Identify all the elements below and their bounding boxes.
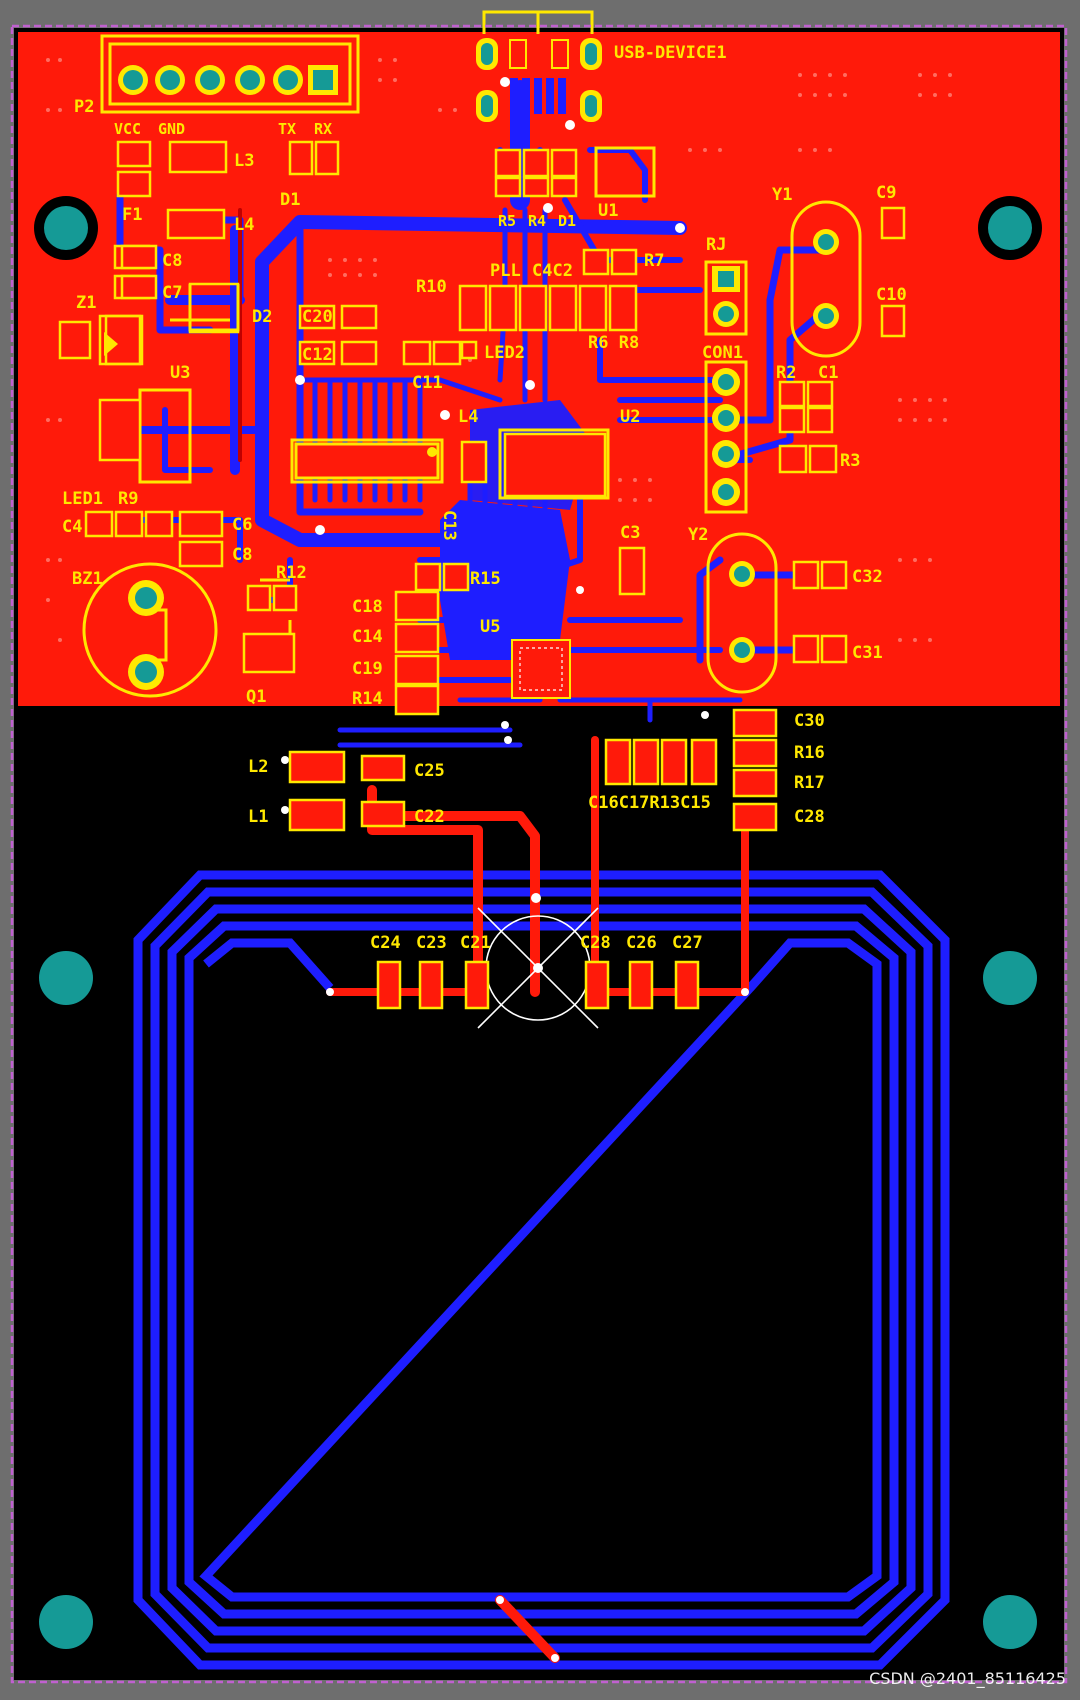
board-outline: [10, 24, 1068, 1684]
label-led2: LED2: [484, 343, 525, 363]
label-c28: C28: [580, 933, 611, 953]
label-c12: C12: [302, 345, 333, 365]
label-u5: U5: [480, 617, 500, 637]
label-r9: R9: [118, 489, 138, 509]
label-c4c2: C4C2: [532, 261, 573, 281]
label-bz1: BZ1: [72, 569, 103, 589]
label-c31: C31: [852, 643, 883, 663]
label-l4b: L4: [458, 407, 478, 427]
label-c20: C20: [302, 307, 333, 327]
label-c3: C3: [620, 523, 640, 543]
label-r3: R3: [840, 451, 860, 471]
label-c7: C7: [162, 283, 182, 303]
label-c10: C10: [876, 285, 907, 305]
label-q1: Q1: [246, 687, 266, 707]
watermark: CSDN @2401_85116425: [869, 1669, 1066, 1688]
vias: [281, 77, 749, 996]
label-d2: D2: [252, 307, 272, 327]
label-y1: Y1: [772, 185, 792, 205]
label-usb-device: USB-DEVICE1: [614, 43, 727, 63]
label-r15: R15: [470, 569, 501, 589]
label-d1b: D1: [558, 212, 576, 230]
label-c13: C13: [439, 510, 459, 541]
label-l4: L4: [234, 215, 254, 235]
label-c11: C11: [412, 373, 443, 393]
label-c21: C21: [460, 933, 491, 953]
label-pll: PLL: [490, 261, 521, 281]
label-c16c17r13c15: C16C17R13C15: [588, 793, 711, 813]
label-c28b: C28: [794, 807, 825, 827]
label-z1: Z1: [76, 293, 96, 313]
label-c22: C22: [414, 807, 445, 827]
label-y2: Y2: [688, 525, 708, 545]
bottom-pour-u5: [440, 500, 570, 660]
label-led1: LED1: [62, 489, 103, 509]
nfc-antenna-coil: [133, 870, 950, 1670]
label-c24: C24: [370, 933, 401, 953]
through-hole-pads: [128, 229, 839, 690]
smd-pads: [58, 140, 906, 1010]
label-l3: L3: [234, 151, 254, 171]
label-rx: RX: [314, 120, 332, 138]
label-l2: L2: [248, 757, 268, 777]
label-c14: C14: [352, 627, 383, 647]
label-r2: R2: [776, 363, 796, 383]
usb-connector-pads: [476, 38, 602, 122]
label-r7: R7: [644, 251, 664, 271]
label-r17: R17: [794, 773, 825, 793]
label-c9: C9: [876, 183, 896, 203]
label-u3: U3: [170, 363, 190, 383]
mounting-holes: [34, 196, 1042, 1649]
label-c4: C4: [62, 517, 82, 537]
silkscreen-labels: P2 VCC GND TX RX USB-DEVICE1 L3 D1 F1 L4…: [62, 43, 907, 953]
label-c8: C8: [162, 251, 182, 271]
label-c32: C32: [852, 567, 883, 587]
label-c6: C6: [232, 515, 252, 535]
label-c30: C30: [794, 711, 825, 731]
label-r4: R4: [528, 212, 546, 230]
label-f1: F1: [122, 205, 142, 225]
label-c23: C23: [416, 933, 447, 953]
label-r10: R10: [416, 277, 447, 297]
label-gnd: GND: [158, 120, 185, 138]
label-c8b: C8: [232, 545, 252, 565]
label-d1: D1: [280, 190, 300, 210]
label-u1: U1: [598, 201, 618, 221]
label-vcc: VCC: [114, 120, 141, 138]
label-r6r8: R6 R8: [588, 333, 639, 353]
label-c19: C19: [352, 659, 383, 679]
label-r12: R12: [276, 563, 307, 583]
label-con1: CON1: [702, 343, 743, 363]
label-c27: C27: [672, 933, 703, 953]
label-c1: C1: [818, 363, 838, 383]
label-c25: C25: [414, 761, 445, 781]
silkscreen-outlines: [82, 10, 862, 698]
label-r5: R5: [498, 212, 516, 230]
label-c18: C18: [352, 597, 383, 617]
label-rj: RJ: [706, 235, 726, 255]
ic-bodies: [98, 282, 607, 699]
label-p2: P2: [74, 97, 94, 117]
label-r14: R14: [352, 689, 383, 709]
label-c26: C26: [626, 933, 657, 953]
label-u2: U2: [620, 407, 640, 427]
label-tx: TX: [278, 120, 296, 138]
header-p2-pins: [118, 65, 338, 95]
label-r16: R16: [794, 743, 825, 763]
label-l1: L1: [248, 807, 268, 827]
